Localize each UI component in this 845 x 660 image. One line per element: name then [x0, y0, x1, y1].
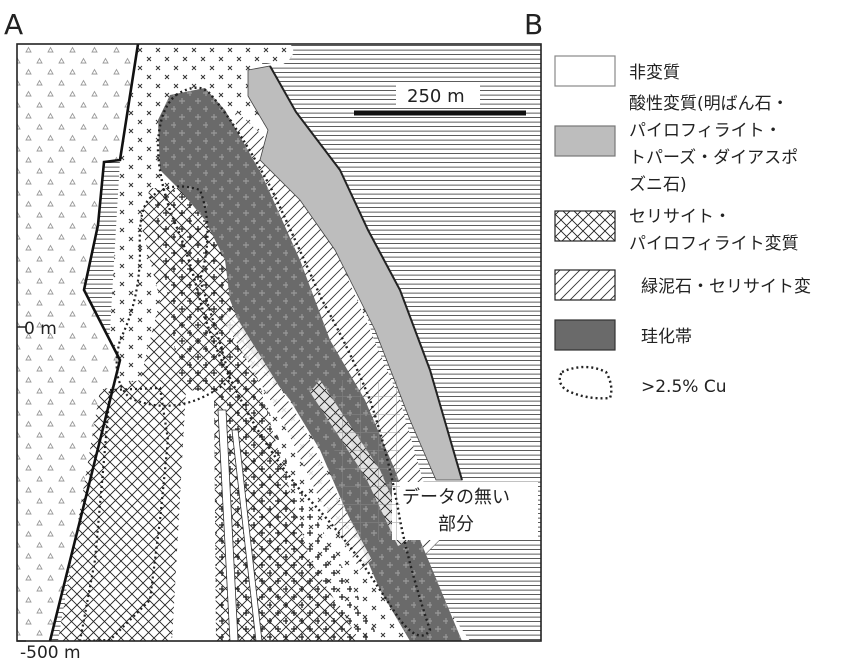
scale-bar-label: 250 m — [407, 86, 465, 107]
legend-swatch-acidic-alteration — [555, 126, 615, 156]
legend-label-cu: >2.5% Cu — [641, 377, 726, 397]
legend-swatch-sericite-pyrophyllite — [555, 211, 615, 241]
legend-swatch-chlorite-sericite — [555, 270, 615, 300]
legend-swatch-non-altered — [555, 56, 615, 86]
legend-label-sericite-line1: セリサイト・ — [629, 207, 731, 227]
legend-label-sericite-line2: パイロフィライト変質 — [629, 234, 799, 254]
legend-label-silicified: 珪化帯 — [641, 327, 692, 347]
legend-label-acidic-line1: 酸性変質(明ばん石・ — [629, 94, 789, 114]
legend-label-acidic-line4: ズニ石) — [629, 175, 687, 195]
section-end-label-a: A — [4, 8, 23, 41]
legend-label-acidic-line2: パイロフィライト・ — [629, 121, 782, 141]
depth-label-minus-500m: -500 m — [20, 643, 81, 660]
legend-label-non-altered: 非変質 — [629, 63, 680, 83]
legend-label-chlorite-sericite: 緑泥石・セリサイト変 — [641, 277, 811, 297]
depth-label-0m: 0 m — [24, 319, 57, 339]
legend-label-acidic-line3: トパーズ・ダイアスポ — [629, 148, 798, 168]
legend-swatch-cu-outline — [560, 367, 612, 398]
no-data-label-line2: 部分 — [438, 514, 474, 535]
legend: 非変質 酸性変質(明ばん石・ パイロフィライト・ トパーズ・ダイアスポ ズニ石)… — [555, 56, 811, 398]
cross-section — [17, 44, 541, 641]
no-data-label-line1: データの無い — [402, 487, 510, 508]
section-end-label-b: B — [524, 8, 543, 41]
legend-swatch-silicified — [555, 320, 615, 350]
